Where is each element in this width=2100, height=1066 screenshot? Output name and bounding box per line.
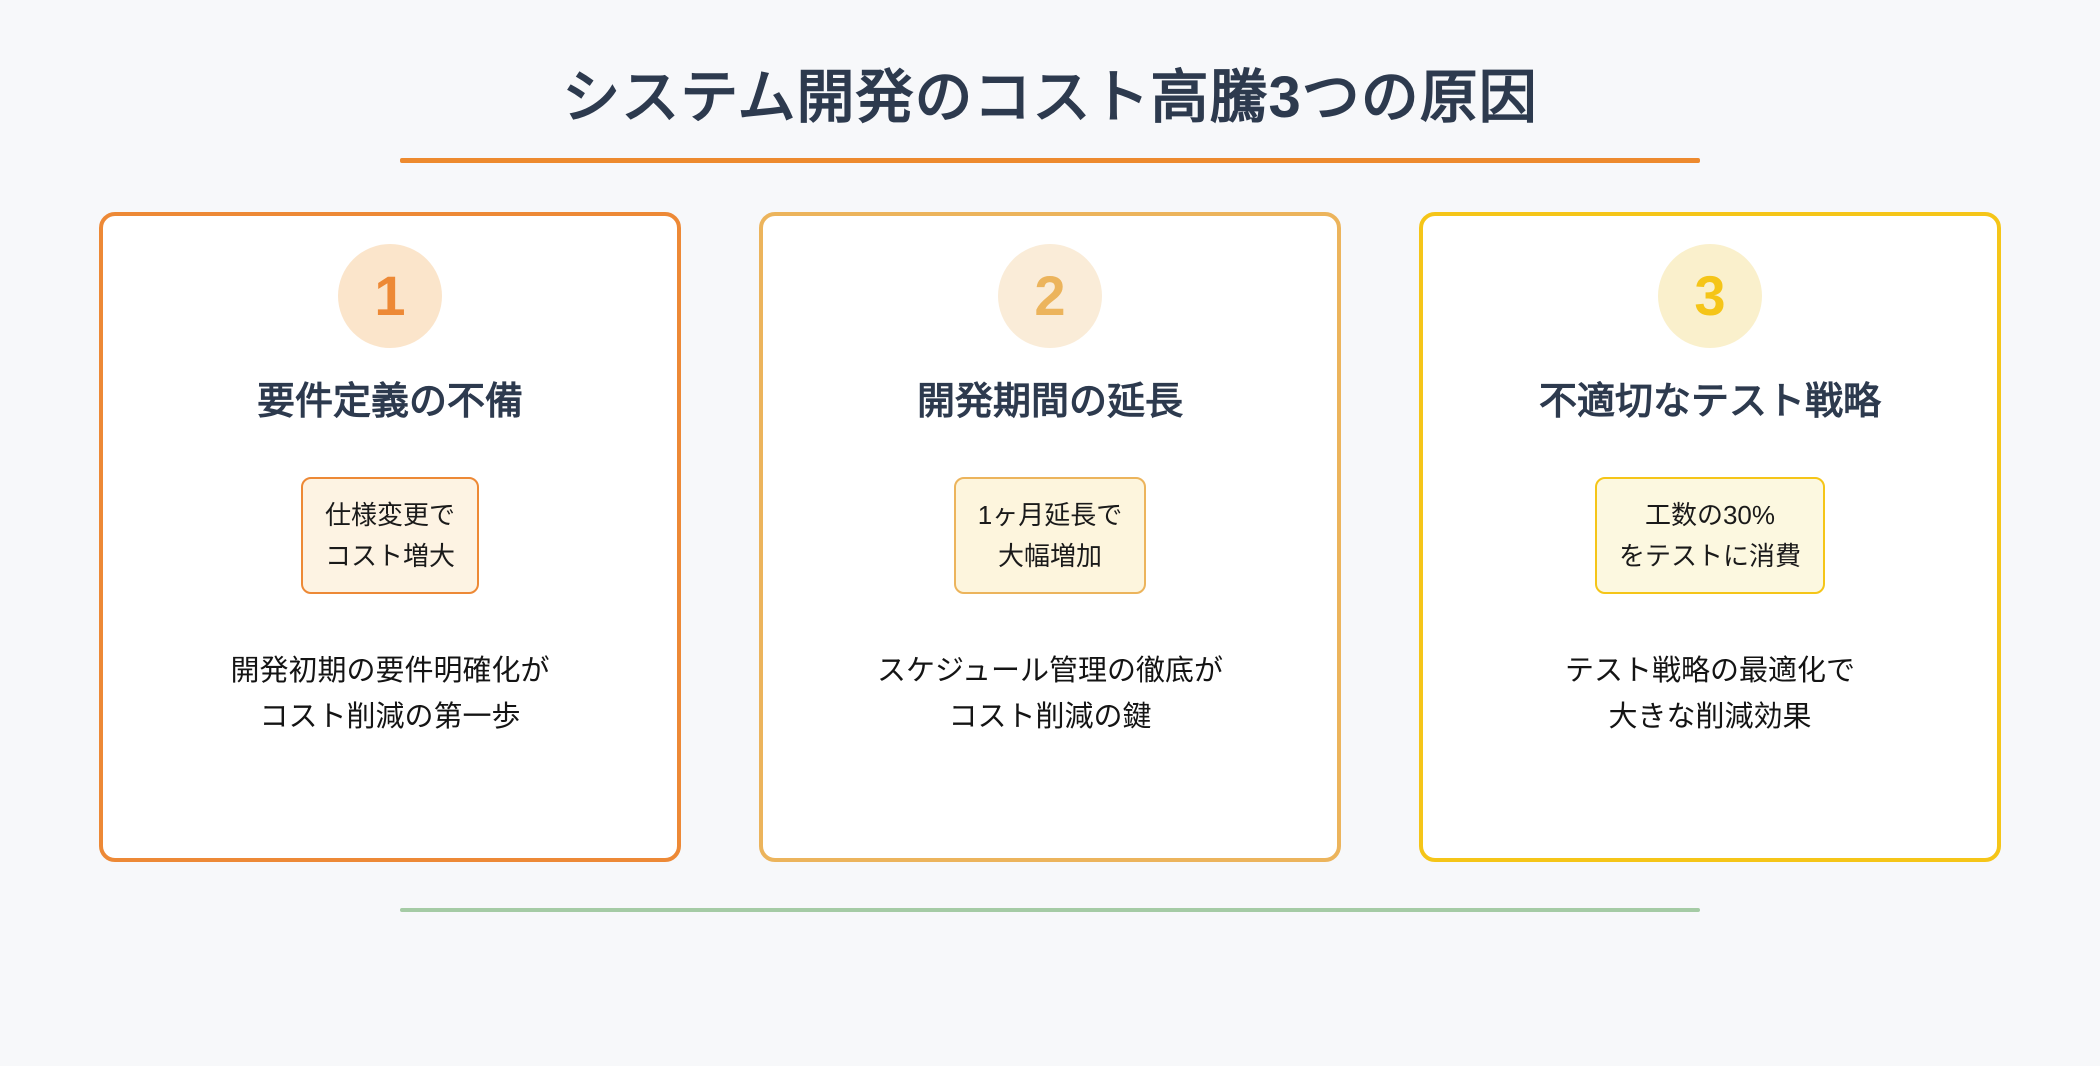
number-badge-2: 2 [998, 243, 1102, 348]
card-title-1: 要件定義の不備 [256, 380, 523, 423]
description-line-1: 開発初期の要件明確化が [230, 654, 550, 687]
card-description-3: テスト戦略の最適化で 大きな削減効果 [1565, 648, 1855, 741]
cause-card-3: 3 不適切なテスト戦略 工数の30% をテストに消費 テスト戦略の最適化で 大き… [1419, 211, 2001, 862]
page-header: システム開発のコスト高騰3つの原因 [0, 66, 2100, 163]
card-description-1: 開発初期の要件明確化が コスト削減の第一歩 [230, 648, 549, 741]
description-line-1: テスト戦略の最適化で [1564, 654, 1855, 687]
title-underline [400, 157, 1700, 163]
highlight-line-1: 仕様変更で [324, 500, 455, 531]
highlight-line-2: をテストに消費 [1618, 540, 1801, 571]
infographic-canvas: システム開発のコスト高騰3つの原因 1 要件定義の不備 仕様変更で コスト増大 … [0, 66, 2100, 1066]
highlight-line-1: 工数の30% [1644, 500, 1776, 531]
highlight-box-1: 仕様変更で コスト増大 [300, 477, 479, 594]
page-title: システム開発のコスト高騰3つの原因 [562, 65, 1538, 130]
cause-card-2: 2 開発期間の延長 1ヶ月延長で 大幅増加 スケジュール管理の徹底が コスト削減… [759, 211, 1341, 862]
cause-cards-row: 1 要件定義の不備 仕様変更で コスト増大 開発初期の要件明確化が コスト削減の… [0, 211, 2100, 862]
badge-number-text: 2 [1034, 263, 1066, 327]
highlight-line-2: コスト増大 [324, 540, 455, 571]
card-description-2: スケジュール管理の徹底が コスト削減の鍵 [877, 648, 1223, 741]
cause-card-1: 1 要件定義の不備 仕様変更で コスト増大 開発初期の要件明確化が コスト削減の… [99, 211, 681, 862]
footer-divider [400, 907, 1700, 912]
number-badge-3: 3 [1658, 243, 1762, 348]
highlight-line-2: 大幅増加 [997, 540, 1102, 571]
number-badge-1: 1 [338, 243, 442, 348]
highlight-box-3: 工数の30% をテストに消費 [1594, 477, 1825, 594]
card-title-3: 不適切なテスト戦略 [1538, 380, 1881, 423]
description-line-2: コスト削減の第一歩 [259, 701, 521, 734]
highlight-line-1: 1ヶ月延長で [977, 500, 1123, 531]
card-title-2: 開発期間の延長 [916, 380, 1183, 423]
description-line-2: コスト削減の鍵 [948, 701, 1152, 734]
highlight-box-2: 1ヶ月延長で 大幅増加 [953, 477, 1147, 594]
description-line-2: 大きな削減効果 [1608, 701, 1812, 734]
description-line-1: スケジュール管理の徹底が [877, 654, 1223, 687]
badge-number-text: 3 [1694, 263, 1726, 327]
badge-number-text: 1 [374, 263, 406, 327]
